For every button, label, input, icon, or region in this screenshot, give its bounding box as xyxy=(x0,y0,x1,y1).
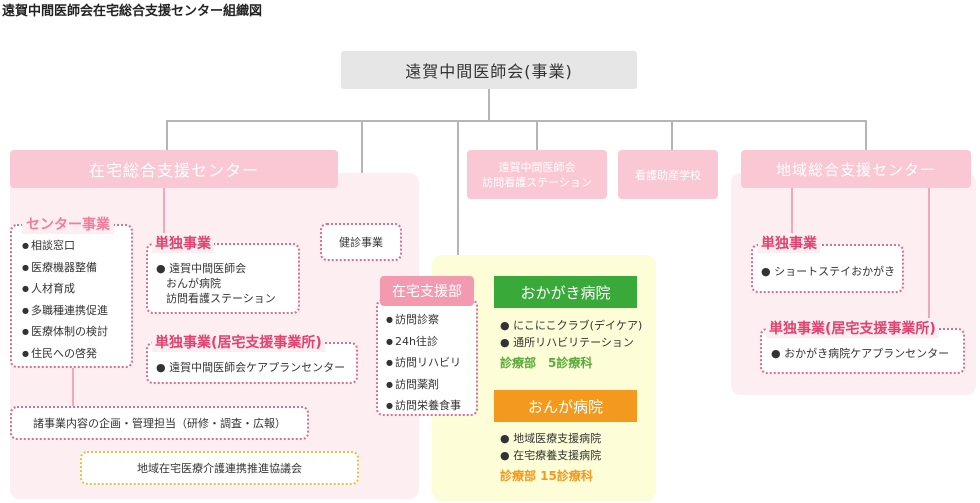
right-inner-connector-1 xyxy=(791,188,793,244)
list-item: ● 地域医療支援病院 xyxy=(500,432,602,445)
list-item: 訪問薬剤 xyxy=(386,375,461,397)
left-inner-connector-2 xyxy=(72,368,74,406)
connector-right-center xyxy=(865,120,867,150)
onga-header: おんが病院 xyxy=(494,390,637,422)
connector-left-center xyxy=(166,120,168,150)
left-kyotaku-item: ● 遠賀中間医師会ケアプランセンター xyxy=(156,361,346,374)
list-item: 訪問栄養食事 xyxy=(386,396,461,418)
right-inner-connector-2 xyxy=(928,188,930,328)
connector-home xyxy=(457,120,459,255)
onga-items: ● 地域医療支援病院 ● 在宅療養支援病院 xyxy=(500,431,601,463)
left-tandoku-items: ● 遠賀中間医師会 おんが病院 訪問看護ステーション xyxy=(156,261,276,306)
list-item: 訪問看護ステーション xyxy=(166,292,276,305)
home-support-list: 訪問診察 24h往診 訪問リハビリ 訪問薬剤 訪問栄養食事 xyxy=(386,310,461,418)
list-item: おんが病院 xyxy=(166,277,221,290)
left-tandoku-box xyxy=(146,243,300,314)
right-tandoku-item: ● ショートステイおかがき xyxy=(761,265,896,278)
kenshin-box: 健診事業 xyxy=(320,223,402,261)
visiting-station-box: 遠賀中間医師会 訪問看護ステーション xyxy=(467,150,607,199)
list-item: 訪問リハビリ xyxy=(386,353,461,375)
nursing-school-box: 看護助産学校 xyxy=(618,150,718,199)
onga-wards: 診療部 15診療科 xyxy=(500,469,593,483)
list-item: 人材育成 xyxy=(22,279,108,301)
right-center-header: 地域総合支援センター xyxy=(741,150,971,188)
connector-station xyxy=(536,120,538,150)
visiting-station-line1: 遠賀中間医師会 xyxy=(498,160,576,174)
okagaki-wards: 診療部 5診療科 xyxy=(500,356,593,370)
left-kyotaku-title: 単独事業(居宅支援事業所) xyxy=(152,332,325,352)
list-item: 訪問診察 xyxy=(386,310,461,332)
visiting-station-line2: 訪問看護ステーション xyxy=(482,175,592,189)
right-kyotaku-item: ● おかがき病院ケアプランセンター xyxy=(771,347,950,360)
list-item: 相談窓口 xyxy=(22,236,108,258)
connector-school xyxy=(671,120,673,150)
right-tandoku-title: 単独事業 xyxy=(758,233,820,253)
list-item: ● 遠賀中間医師会 xyxy=(156,262,247,275)
center-jigyo-list: 相談窓口 医療機器整備 人材育成 多職種連携促進 医療体制の検討 住民への啓発 xyxy=(22,236,108,365)
right-kyotaku-title: 単独事業(居宅支援事業所) xyxy=(766,318,939,338)
list-item: 24h往診 xyxy=(386,332,461,354)
home-support-header: 在宅支援部 xyxy=(380,276,474,306)
page-title: 遠賀中間医師会在宅総合支援センター組織図 xyxy=(2,4,263,19)
okagaki-header: おかがき病院 xyxy=(494,276,637,308)
list-item: 医療機器整備 xyxy=(22,258,108,280)
left-inner-connector-1 xyxy=(163,188,165,236)
connector-kenshin xyxy=(361,120,363,223)
connector-horizontal xyxy=(166,120,866,122)
left-center-header: 在宅総合支援センター xyxy=(10,150,338,188)
list-item: ● 在宅療養支援病院 xyxy=(500,449,602,462)
connector-top xyxy=(488,89,490,121)
list-item: 多職種連携促進 xyxy=(22,301,108,323)
list-item: 住民への啓発 xyxy=(22,344,108,366)
center-jigyo-title: センター事業 xyxy=(22,214,114,234)
planning-box: 諸事業内容の企画・管理担当（研修・調査・広報） xyxy=(10,406,309,440)
council-box: 地域在宅医療介護連携推進協議会 xyxy=(80,451,359,485)
list-item: ● 通所リハビリテーション xyxy=(500,336,634,349)
top-organization: 遠賀中間医師会(事業) xyxy=(341,51,637,89)
list-item: 医療体制の検討 xyxy=(22,322,108,344)
left-tandoku-title: 単独事業 xyxy=(152,233,214,253)
list-item: ● にこにこクラブ(デイケア) xyxy=(500,319,643,332)
okagaki-items: ● にこにこクラブ(デイケア) ● 通所リハビリテーション xyxy=(500,318,642,350)
